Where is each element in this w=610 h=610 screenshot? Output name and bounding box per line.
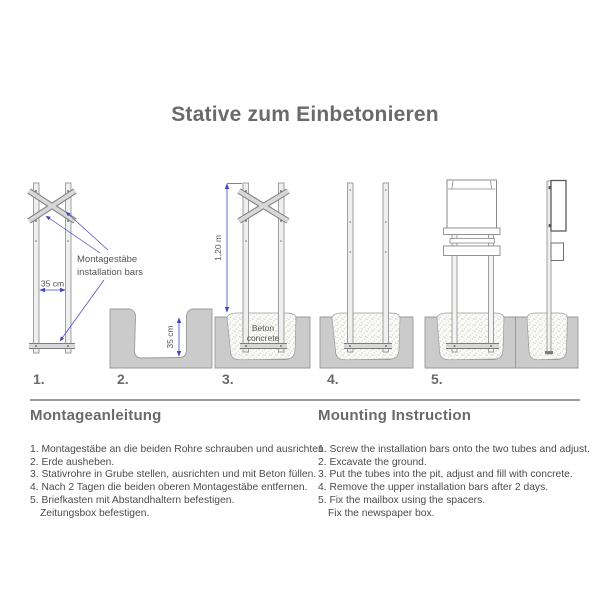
installation-bars-label-de: Montagestäbe (77, 254, 137, 265)
lower-installation-bar (446, 343, 499, 349)
height-dimension-label: 1,20 m (213, 235, 223, 261)
instruction-step: Fix the newspaper box. (328, 507, 435, 519)
screw-dots (35, 190, 69, 242)
width-dimension: 35 cm (39, 279, 66, 293)
front-view (424, 179, 516, 369)
tube-right (278, 182, 285, 353)
figure-2-number: 2. (117, 371, 129, 387)
width-dimension-label: 35 cm (41, 279, 64, 289)
instruction-step: Zeitungsbox befestigen. (40, 507, 150, 519)
installation-bars-callout: Montagestäbe installation bars (45, 211, 143, 342)
tube-left (347, 182, 354, 353)
figures-diagram: 35 cm Montagestäbe installation bars 1. … (27, 179, 579, 387)
instruction-step: 5. Fix the mailbox using the spacers. (318, 494, 486, 506)
tube-left (33, 182, 40, 354)
figure-3-number: 3. (222, 371, 234, 387)
mailbox-mount-bottom (548, 224, 552, 228)
tube-holes (349, 189, 387, 253)
tube-right (65, 182, 72, 354)
instruction-step: 1. Montagestäbe an die beiden Rohre schr… (30, 444, 327, 455)
figure-4-bars-removed: 4. (319, 182, 414, 387)
concrete-fill (436, 312, 505, 361)
upper-installation-bars-x (237, 188, 290, 224)
lower-installation-bar (344, 343, 392, 349)
german-heading: Montageanleitung (30, 407, 162, 424)
figure-1-frame-assembly: 35 cm Montagestäbe installation bars 1. (27, 182, 143, 387)
ground-with-pit (109, 308, 213, 369)
newspaper-box-side (550, 242, 564, 261)
english-steps: 1. Screw the installation bars onto the … (318, 444, 596, 520)
section-divider (30, 399, 580, 401)
concrete-fill (331, 312, 401, 361)
installation-bars-label-en: installation bars (77, 267, 143, 278)
figure-5-mailbox-mounted: 5. (424, 179, 579, 387)
instruction-step: 2. Excavate the ground. (318, 456, 427, 468)
concrete-label-de: Beton (252, 323, 274, 333)
instruction-step: 4. Remove the upper installation bars af… (318, 482, 549, 494)
height-dimension: 1,20 m (213, 183, 242, 313)
figure-5-number: 5. (431, 371, 443, 387)
screw-dots (245, 190, 282, 242)
german-steps: 1. Montagestäbe an die beiden Rohre schr… (30, 444, 327, 520)
figure-1-number: 1. (33, 371, 45, 387)
tube-left (242, 182, 249, 353)
figure-2-excavated-pit: 35 cm 2. (109, 308, 213, 387)
spacer-rail (449, 238, 495, 244)
concrete-label-en: concrete (247, 333, 280, 343)
instruction-step: 3. Put the tubes into the pit, adjust an… (318, 469, 573, 481)
instructions-english: Mounting Instruction 1. Screw the instal… (318, 407, 596, 520)
instruction-step: 2. Erde ausheben. (30, 456, 115, 468)
instruction-step: 4. Nach 2 Tagen die beiden oberen Montag… (30, 482, 308, 494)
page-title: Stative zum Einbetonieren (171, 103, 439, 126)
english-heading: Mounting Instruction (318, 407, 472, 424)
mailbox-base-flange (443, 227, 501, 235)
newspaper-box-bracket (443, 245, 501, 256)
mailbox-side (550, 179, 567, 232)
figure-4-number: 4. (327, 371, 339, 387)
tube-right (382, 182, 389, 353)
instruction-step: 3. Stativrohre in Grube stellen, ausrich… (30, 469, 317, 481)
depth-dimension-label: 35 cm (165, 325, 175, 348)
mailbox-lid-corner-right (490, 180, 492, 189)
instructions-german: Montageanleitung 1. Montagestäbe an die … (30, 407, 327, 520)
mailbox-body (446, 179, 497, 229)
instruction-step: 5. Briefkasten mit Abstandhaltern befest… (30, 494, 235, 506)
figure-3-frame-in-concrete: Beton concrete 1,20 m 3. (213, 182, 311, 387)
lower-installation-bar (240, 343, 287, 349)
mailbox-mount-top (548, 186, 552, 190)
depth-dimension: 35 cm (165, 317, 182, 357)
instruction-step: 1. Screw the installation bars onto the … (318, 444, 590, 455)
lower-installation-bar (29, 343, 75, 349)
mailbox-lid-corner-left (451, 180, 454, 189)
side-view (515, 179, 579, 369)
